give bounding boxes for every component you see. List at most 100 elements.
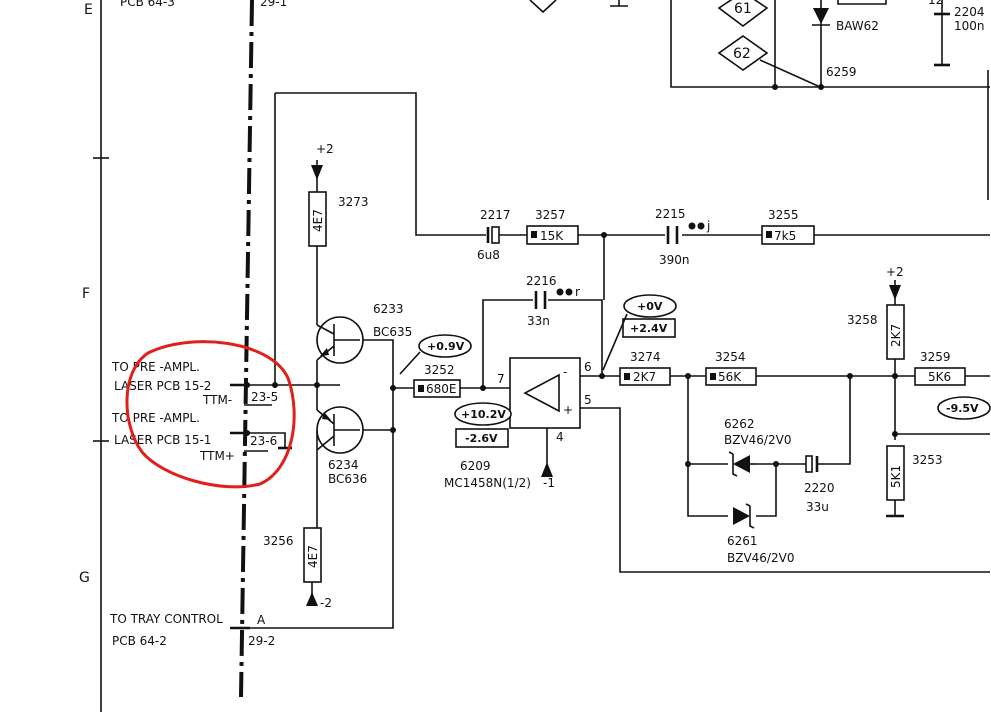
resistor-3256: 4E7 3256 -2 [263, 527, 332, 610]
r3273-rail: +2 [316, 142, 334, 156]
resistor-3253: 5K1 3253 [886, 445, 943, 501]
laser-plus-line3: TTM+ [199, 449, 235, 463]
r3259-value: 5K6 [928, 370, 951, 384]
junctions [244, 232, 898, 467]
r3253-ref: 3253 [912, 453, 943, 467]
volt-q: +0.9V [427, 340, 465, 353]
volt-out-a: +0V [637, 300, 663, 313]
c2217-ref: 2217 [480, 208, 511, 222]
r3274-value: 2K7 [633, 370, 656, 384]
ic-pin-7: 7 [497, 372, 505, 386]
ic-ref: 6209 [460, 459, 491, 473]
transistor-6233: 6233 BC635 [316, 302, 412, 364]
c2204-value: 100n [954, 19, 985, 33]
r3256-ref: 3256 [263, 534, 294, 548]
ic-pin-5: 5 [584, 393, 592, 407]
c2216-mark: r [575, 285, 580, 299]
tray-pin-label: 29-2 [248, 634, 275, 648]
volt-in-a: +10.2V [461, 408, 506, 421]
d6262-type: BZV46/2V0 [724, 433, 791, 447]
laser-minus-line2: LASER PCB 15-2 [114, 379, 211, 393]
d6262-ref: 6262 [724, 417, 755, 431]
laser-minus-line1: TO PRE -AMPL. [111, 360, 200, 374]
r3252-ref: 3252 [424, 363, 455, 377]
connector-ticks [230, 383, 272, 630]
r3256-value: 4E7 [306, 545, 320, 568]
laser-plus-pin: 23-6 [250, 434, 277, 448]
volt-right: -9.5V [946, 402, 979, 415]
r3256-rail: -2 [320, 596, 332, 610]
d6259-ref: 6259 [826, 65, 857, 79]
node-62: 62 [733, 46, 751, 62]
volt-out-b: +2.4V [630, 322, 668, 335]
transistor-6234: 6234 BC636 [316, 406, 367, 486]
resistor-3252: 680E 3252 [413, 363, 461, 398]
resistor-3259: 5K6 3259 [914, 350, 966, 386]
c2220-value: 33u [806, 500, 829, 514]
r3254-value: 56K [718, 370, 742, 384]
r3255-ref: 3255 [768, 208, 799, 222]
node-61: 61 [734, 1, 752, 17]
tray-pcb-label: PCB 64-2 [112, 634, 167, 648]
laser-plus-line1: TO PRE -AMPL. [111, 411, 200, 425]
r3259-ref: 3259 [920, 350, 951, 364]
grid-row-f: F [82, 286, 90, 302]
top-pin-label: 29-1 [260, 0, 287, 9]
ic-type: MC1458N(1/2) [444, 476, 531, 490]
r3253-value: 5K1 [889, 465, 903, 488]
opamp-6209: 7 6 5 4 - + 6209 MC1458N(1/2) -1 [444, 357, 592, 490]
laser-minus-line3: TTM- [202, 393, 232, 407]
grid-row-g: G [79, 570, 90, 586]
c2204-partial: 12 [928, 0, 943, 7]
r3273-value: 4E7 [311, 209, 325, 232]
r3258-ref: 3258 [847, 313, 878, 327]
tray-control-letter: A [257, 613, 266, 627]
resistor-3254: 56K 3254 [705, 350, 757, 386]
q6234-ref: 6234 [328, 458, 359, 472]
c2217-value: 6u8 [477, 248, 500, 262]
c2215-value: 390n [659, 253, 690, 267]
laser-minus-pin: 23-5 [251, 390, 278, 404]
voltage-labels: +0.9V +10.2V -2.6V +0V +2.4V -9.5V [399, 294, 991, 448]
r3273-ref: 3273 [338, 195, 369, 209]
ic-pin-4: 4 [556, 430, 564, 444]
volt-in-b: -2.6V [465, 432, 498, 445]
red-annotation-circle [125, 340, 296, 489]
baw62-label: BAW62 [836, 19, 879, 33]
d6261-type: BZV46/2V0 [727, 551, 794, 565]
laser-plus-line2: LASER PCB 15-1 [114, 433, 211, 447]
r3252-value: 680E [426, 382, 457, 396]
capacitor-2215: j 2215 390n [655, 207, 710, 267]
r3257-value: 15K [540, 229, 564, 243]
zener-6262: 6262 BZV46/2V0 [724, 417, 791, 477]
resistor-3255: 7k5 3255 [761, 208, 815, 245]
grid-border: E F G [79, 0, 109, 712]
r3258-rail: +2 [886, 265, 904, 279]
resistor-3273: 4E7 +2 3273 [308, 142, 369, 247]
resistor-3258: 2K7 +2 3258 [847, 265, 905, 360]
r3255-value: 7k5 [774, 229, 796, 243]
capacitor-2216: r 2216 33n [526, 274, 580, 328]
grid-row-e: E [84, 2, 93, 18]
r3258-value: 2K7 [889, 324, 903, 347]
c2215-mark: j [706, 219, 710, 233]
ic-gnd-rail: -1 [543, 476, 555, 490]
capacitor-2217: 2217 6u8 [477, 208, 511, 262]
c2216-ref: 2216 [526, 274, 557, 288]
top-right-block: 61 62 BAW62 6259 12 2204 100n [529, 0, 990, 200]
r3274-ref: 3274 [630, 350, 661, 364]
ic-plus-sign: + [563, 403, 573, 417]
tray-control-label: TO TRAY CONTROL [109, 612, 223, 626]
r3254-ref: 3254 [715, 350, 746, 364]
top-pcb-label: PCB 64-3 [120, 0, 175, 9]
c2215-ref: 2215 [655, 207, 686, 221]
c2220-ref: 2220 [804, 481, 835, 495]
ic-pin-6: 6 [584, 360, 592, 374]
zener-6261: 6261 BZV46/2V0 [727, 503, 794, 565]
ic-minus-sign: - [563, 365, 567, 379]
r3257-ref: 3257 [535, 208, 566, 222]
c2204-ref: 2204 [954, 5, 985, 19]
q6233-type: BC635 [373, 325, 412, 339]
q6233-ref: 6233 [373, 302, 404, 316]
